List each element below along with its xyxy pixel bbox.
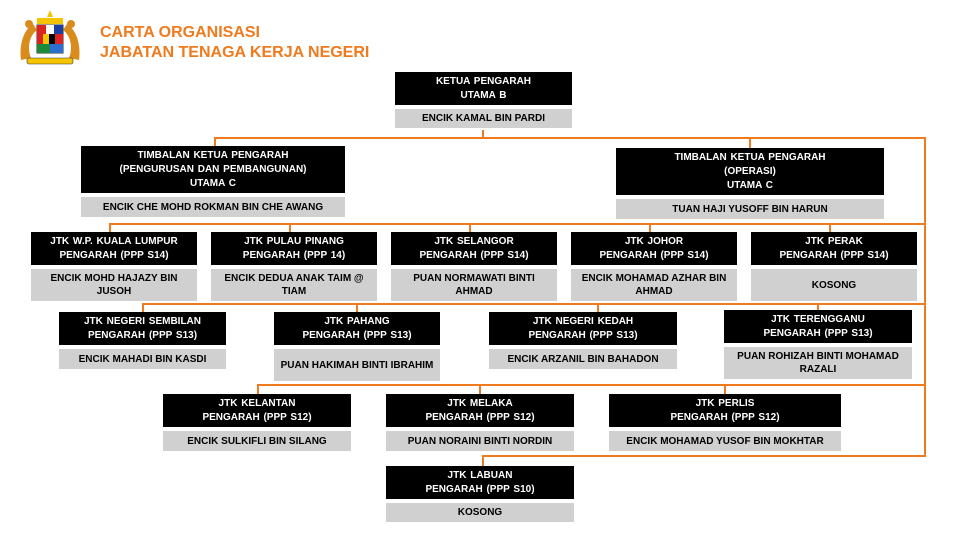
- org-box-jtk-selangor: JTK SELANGOR PENGARAH (PPP S14) PUAN NOR…: [391, 232, 557, 301]
- page-subtitle: JABATAN TENAGA KERJA NEGERI: [100, 44, 370, 61]
- malaysia-crest-logo: [20, 10, 80, 65]
- position-title: JTK PERAK PENGARAH (PPP S14): [751, 232, 917, 265]
- org-box-jtk-perak: JTK PERAK PENGARAH (PPP S14) KOSONG: [751, 232, 917, 301]
- org-box-jtk-kuala-lumpur: JTK W.P. KUALA LUMPUR PENGARAH (PPP S14)…: [31, 232, 197, 301]
- officer-name: ENCIK DEDUA ANAK TAIM @ TIAM: [211, 269, 377, 301]
- position-title: KETUA PENGARAH UTAMA B: [395, 72, 572, 105]
- org-box-jtk-labuan: JTK LABUAN PENGARAH (PPP S10) KOSONG: [386, 466, 574, 522]
- position-title: JTK TERENGGANU PENGARAH (PPP S13): [724, 310, 912, 343]
- org-box-jtk-melaka: JTK MELAKA PENGARAH (PPP S12) PUAN NORAI…: [386, 394, 574, 451]
- org-box-jtk-johor: JTK JOHOR PENGARAH (PPP S14) ENCIK MOHAM…: [571, 232, 737, 301]
- org-box-jtk-pulau-pinang: JTK PULAU PINANG PENGARAH (PPP 14) ENCIK…: [211, 232, 377, 301]
- officer-name: TUAN HAJI YUSOFF BIN HARUN: [616, 199, 884, 219]
- org-box-jtk-terengganu: JTK TERENGGANU PENGARAH (PPP S13) PUAN R…: [724, 310, 912, 379]
- position-title: JTK W.P. KUALA LUMPUR PENGARAH (PPP S14): [31, 232, 197, 265]
- position-title: JTK PERLIS PENGARAH (PPP S12): [609, 394, 841, 427]
- position-title: JTK NEGERI KEDAH PENGARAH (PPP S13): [489, 312, 677, 345]
- position-title: JTK PULAU PINANG PENGARAH (PPP 14): [211, 232, 377, 265]
- position-title: JTK LABUAN PENGARAH (PPP S10): [386, 466, 574, 499]
- officer-name: ENCIK MOHAMAD AZHAR BIN AHMAD: [571, 269, 737, 301]
- page-title: CARTA ORGANISASI: [100, 24, 260, 41]
- officer-name: KOSONG: [751, 269, 917, 301]
- position-title: TIMBALAN KETUA PENGARAH (PENGURUSAN DAN …: [81, 146, 345, 193]
- officer-name: KOSONG: [386, 503, 574, 522]
- officer-name: PUAN HAKIMAH BINTI IBRAHIM: [274, 349, 440, 381]
- org-box-jtk-perlis: JTK PERLIS PENGARAH (PPP S12) ENCIK MOHA…: [609, 394, 841, 451]
- position-title: JTK MELAKA PENGARAH (PPP S12): [386, 394, 574, 427]
- officer-name: ENCIK KAMAL BIN PARDI: [395, 109, 572, 128]
- officer-name: PUAN NORAINI BINTI NORDIN: [386, 431, 574, 451]
- position-title: JTK KELANTAN PENGARAH (PPP S12): [163, 394, 351, 427]
- position-title: TIMBALAN KETUA PENGARAH (OPERASI) UTAMA …: [616, 148, 884, 195]
- officer-name: ENCIK SULKIFLI BIN SILANG: [163, 431, 351, 451]
- officer-name: ENCIK MAHADI BIN KASDI: [59, 349, 226, 369]
- officer-name: ENCIK MOHAMAD YUSOF BIN MOKHTAR: [609, 431, 841, 451]
- position-title: JTK NEGERI SEMBILAN PENGARAH (PPP S13): [59, 312, 226, 345]
- officer-name: ENCIK CHE MOHD ROKMAN BIN CHE AWANG: [81, 197, 345, 217]
- org-box-jtk-negeri-kedah: JTK NEGERI KEDAH PENGARAH (PPP S13) ENCI…: [489, 312, 677, 369]
- position-title: JTK JOHOR PENGARAH (PPP S14): [571, 232, 737, 265]
- org-box-ketua-pengarah: KETUA PENGARAH UTAMA B ENCIK KAMAL BIN P…: [395, 72, 572, 128]
- officer-name: PUAN ROHIZAH BINTI MOHAMAD RAZALI: [724, 347, 912, 379]
- org-box-jtk-kelantan: JTK KELANTAN PENGARAH (PPP S12) ENCIK SU…: [163, 394, 351, 451]
- org-box-jtk-negeri-sembilan: JTK NEGERI SEMBILAN PENGARAH (PPP S13) E…: [59, 312, 226, 369]
- position-title: JTK PAHANG PENGARAH (PPP S13): [274, 312, 440, 345]
- position-title: JTK SELANGOR PENGARAH (PPP S14): [391, 232, 557, 265]
- org-box-timbalan-operasi: TIMBALAN KETUA PENGARAH (OPERASI) UTAMA …: [616, 148, 884, 219]
- officer-name: PUAN NORMAWATI BINTI AHMAD: [391, 269, 557, 301]
- org-box-jtk-pahang: JTK PAHANG PENGARAH (PPP S13) PUAN HAKIM…: [274, 312, 440, 381]
- officer-name: ENCIK ARZANIL BIN BAHADON: [489, 349, 677, 369]
- officer-name: ENCIK MOHD HAJAZY BIN JUSOH: [31, 269, 197, 301]
- org-box-timbalan-pengurusan: TIMBALAN KETUA PENGARAH (PENGURUSAN DAN …: [81, 146, 345, 217]
